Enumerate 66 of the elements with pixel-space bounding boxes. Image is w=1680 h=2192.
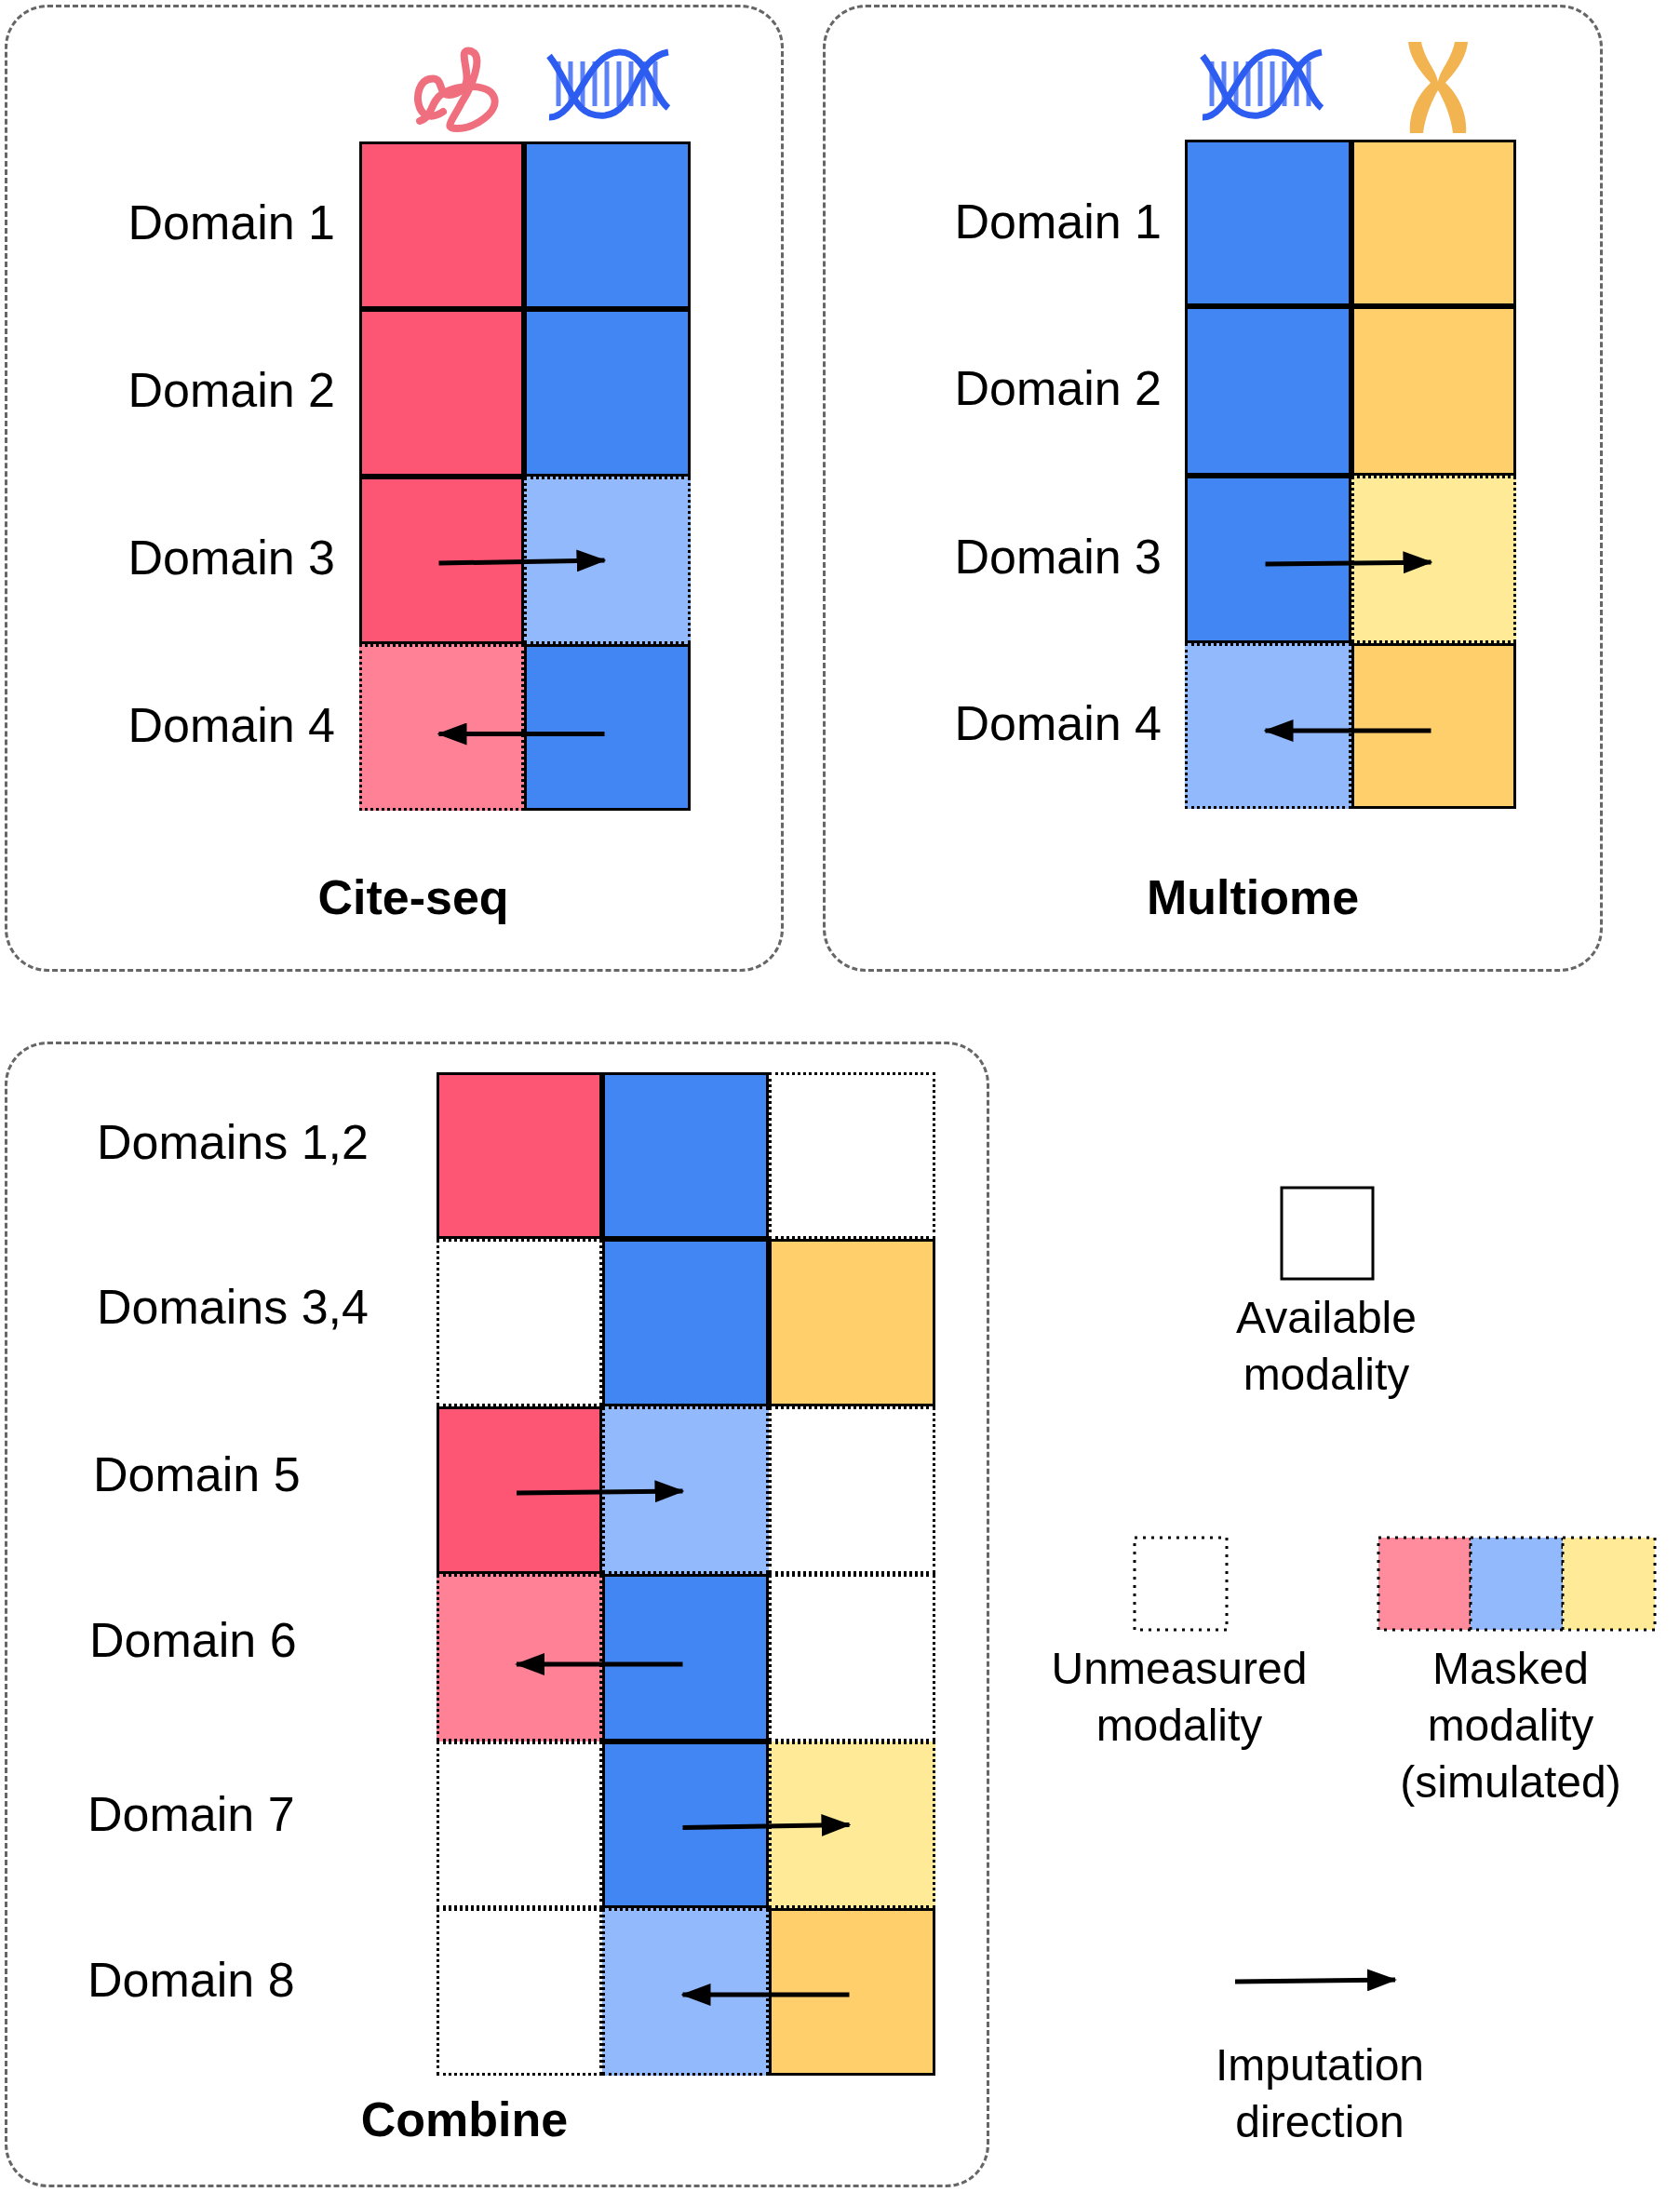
domain-label: Domains 3,4 xyxy=(97,1279,369,1335)
domain-label: Domain 4 xyxy=(954,695,1162,751)
domain-label: Domain 2 xyxy=(128,362,335,418)
modality-cell xyxy=(769,1072,935,1239)
domain-label: Domain 1 xyxy=(954,194,1162,249)
panel-title: Multiome xyxy=(1146,869,1360,925)
legend-text: Masked modality (simulated) xyxy=(1399,1643,1622,1809)
modality-cell xyxy=(1351,643,1516,809)
modality-cell xyxy=(769,1406,935,1574)
domain-label: Domain 1 xyxy=(128,195,335,250)
modality-cell xyxy=(602,1239,769,1406)
imputation-arrow xyxy=(680,1984,850,2006)
modality-cell xyxy=(437,1239,602,1406)
modality-cell xyxy=(769,1908,935,2076)
domain-label: Domain 7 xyxy=(87,1786,295,1842)
modality-cell xyxy=(602,1908,769,2076)
domain-label: Domain 2 xyxy=(954,360,1162,416)
domain-label: Domain 8 xyxy=(87,1952,295,2008)
modality-cell xyxy=(1185,476,1351,643)
modality-cell xyxy=(524,309,691,477)
modality-cell xyxy=(437,1406,602,1574)
domain-label: Domain 4 xyxy=(128,697,335,753)
imputation-arrow xyxy=(1263,719,1431,742)
modality-cell xyxy=(602,1574,769,1741)
panel-title: Combine xyxy=(360,2091,569,2147)
imputation-arrow xyxy=(437,722,605,746)
domain-label: Domain 5 xyxy=(93,1446,301,1502)
panel-title: Cite-seq xyxy=(317,869,509,925)
modality-cell xyxy=(359,644,524,811)
modality-cell xyxy=(1185,643,1351,809)
modality-cell xyxy=(1185,306,1351,476)
domain-label: Domains 1,2 xyxy=(97,1114,369,1170)
domain-label: Domain 3 xyxy=(954,529,1162,585)
modality-cell xyxy=(524,644,691,811)
modality-cell xyxy=(769,1239,935,1406)
modality-cell xyxy=(1351,306,1516,476)
dashed-panel xyxy=(823,5,1603,972)
imputation-arrow xyxy=(515,1653,683,1675)
domain-label: Domain 6 xyxy=(89,1612,297,1668)
domain-label: Domain 3 xyxy=(128,530,335,585)
legend-text: Available modality xyxy=(1235,1292,1418,1401)
modality-cell xyxy=(602,1406,769,1574)
modality-cell xyxy=(602,1741,769,1908)
modality-cell xyxy=(524,477,691,644)
modality-cell xyxy=(602,1072,769,1239)
modality-cell xyxy=(359,141,524,309)
legend-text: Unmeasured modality xyxy=(1050,1643,1309,1752)
imputation-arrow xyxy=(438,549,607,572)
legend-text: Imputation direction xyxy=(1214,2039,1426,2148)
modality-cell xyxy=(359,309,524,477)
imputation-arrow xyxy=(516,1480,685,1503)
modality-cell xyxy=(769,1741,935,1908)
modality-cell xyxy=(437,1574,602,1741)
imputation-arrow xyxy=(682,1814,852,1836)
modality-cell xyxy=(359,477,524,644)
modality-cell xyxy=(524,141,691,309)
modality-cell xyxy=(769,1574,935,1741)
dashed-panel xyxy=(5,5,784,972)
modality-cell xyxy=(437,1908,602,2076)
modality-cell xyxy=(437,1741,602,1908)
modality-cell xyxy=(1185,140,1351,306)
dashed-panel xyxy=(5,1042,989,2187)
imputation-arrow xyxy=(1265,551,1433,574)
modality-cell xyxy=(1351,476,1516,643)
modality-cell xyxy=(437,1072,602,1239)
modality-cell xyxy=(1351,140,1516,306)
